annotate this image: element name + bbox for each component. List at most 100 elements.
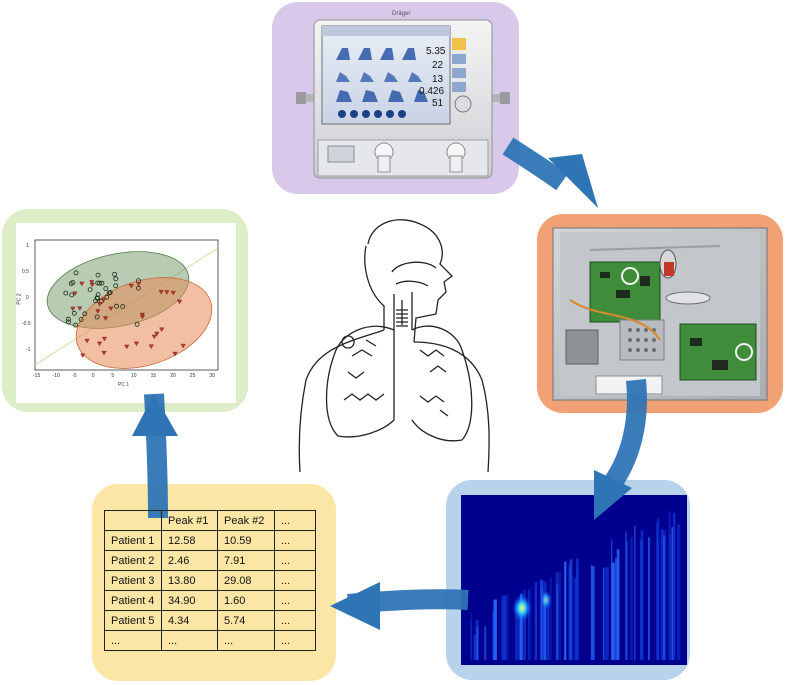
pca-point-group-1 — [73, 270, 79, 276]
heatmap-streak — [559, 571, 561, 660]
pca-point-group-1 — [112, 271, 117, 277]
pca-scatter-plot — [16, 223, 236, 403]
pca-point-group-2 — [103, 316, 109, 321]
heatmap-streak — [519, 593, 523, 660]
heatmap-streak — [605, 567, 609, 660]
heatmap-streak — [574, 578, 577, 660]
pca-point-group-1 — [135, 285, 141, 291]
pca-point-group-2 — [84, 338, 90, 344]
table-cell: ... — [274, 570, 316, 591]
table-cell: ... — [217, 630, 275, 651]
pca-point-group-2 — [101, 350, 107, 356]
heatmap-streak — [625, 531, 627, 660]
heatmap-streak — [664, 529, 666, 660]
heatmap-streak — [571, 575, 574, 660]
heatmap-streak — [550, 577, 552, 660]
pca-x-tick: 10 — [131, 373, 137, 379]
pca-point-group-2 — [128, 284, 134, 289]
pca-y-tick: 0 — [26, 295, 29, 301]
heatmap-streak — [523, 589, 526, 660]
pca-point-group-2 — [139, 314, 146, 320]
pca-point-group-1 — [113, 276, 119, 282]
pca-point-group-1 — [114, 303, 119, 309]
pca-point-group-2 — [89, 280, 95, 285]
heatmap-streak — [528, 589, 530, 660]
pca-point-group-2 — [148, 344, 154, 349]
heatmap-streak — [541, 586, 544, 660]
pca-point-group-2 — [101, 336, 107, 342]
pca-point-group-1 — [94, 314, 100, 320]
heatmap-streak — [663, 535, 665, 660]
table-cell: 29.08 — [217, 570, 275, 591]
pca-point-group-1 — [95, 292, 101, 298]
heatmap-streak — [493, 599, 497, 660]
heatmap-streak — [492, 611, 495, 660]
heatmap-streak — [515, 616, 518, 660]
arrow-head-vent-to-gc — [548, 154, 598, 208]
pca-point-group-1 — [103, 286, 109, 291]
heatmap-streak — [625, 541, 629, 660]
table-cell: ... — [274, 510, 316, 531]
pca-x-tick: -15 — [33, 373, 41, 379]
pca-x-tick: -5 — [72, 373, 77, 379]
pca-point-group-2 — [108, 306, 114, 312]
pca-y-tick: 0.5 — [22, 269, 29, 275]
heatmap-streak — [500, 600, 505, 660]
pca-x-tick: 25 — [189, 373, 196, 379]
pca-point-group-2 — [170, 290, 176, 296]
heatmap-streak — [507, 593, 509, 660]
chromatogram-heatmap — [461, 495, 687, 665]
heatmap-streak — [657, 540, 659, 660]
pca-point-group-2 — [97, 302, 103, 307]
pca-point-group-2 — [135, 281, 142, 287]
table-cell: ... — [104, 630, 162, 651]
table-cell: 12.58 — [161, 530, 218, 551]
table-cell: 2.46 — [161, 550, 218, 571]
ventilator-readout-1: 5.35 — [426, 46, 446, 57]
heatmap-streak — [515, 604, 519, 660]
table-cell: 34.90 — [161, 590, 218, 611]
pca-point-group-2 — [79, 281, 85, 287]
heatmap-streak — [546, 595, 549, 660]
pca-point-group-2 — [177, 299, 183, 305]
ventilator-waveforms — [336, 48, 428, 102]
ventilator-readout-3: 13 — [432, 74, 444, 85]
heatmap-streak — [540, 579, 543, 660]
pca-point-group-2 — [101, 297, 107, 303]
heatmap-streak — [504, 595, 507, 660]
table-cell: 1.60 — [217, 590, 275, 611]
heatmap-streak — [673, 512, 676, 660]
pca-x-tick: 30 — [209, 373, 215, 379]
heatmap-streak — [660, 529, 665, 660]
table-cell: ... — [274, 610, 316, 631]
pca-point-group-1 — [69, 292, 75, 298]
heatmap-streak — [611, 562, 615, 660]
heatmap-streak — [543, 593, 547, 660]
pca-point-group-1 — [113, 283, 119, 289]
heatmap-streak — [590, 564, 593, 660]
table-cell: ... — [274, 590, 316, 611]
pca-point-group-1 — [104, 294, 110, 300]
heatmap-streak — [476, 626, 479, 660]
pca-point-group-1 — [78, 317, 84, 322]
heatmap-streak — [671, 527, 674, 660]
heatmap-streak — [534, 582, 538, 660]
ventilator-device-illustration — [296, 19, 510, 179]
heatmap-streak — [564, 561, 567, 660]
arrow-heads — [132, 154, 632, 630]
heatmap-streaks — [470, 511, 681, 660]
pca-point-group-1 — [65, 316, 71, 322]
pca-x-tick: -10 — [52, 373, 60, 379]
ventilator-brand: Dräger — [392, 11, 411, 17]
table-cell: Patient 5 — [104, 610, 162, 631]
pca-point-group-1 — [94, 295, 100, 301]
pca-point-group-1 — [71, 310, 77, 316]
heatmap-streak — [668, 511, 671, 660]
pca-point-group-1 — [73, 322, 78, 328]
arrow-head-gc-to-heatmap — [594, 470, 632, 520]
